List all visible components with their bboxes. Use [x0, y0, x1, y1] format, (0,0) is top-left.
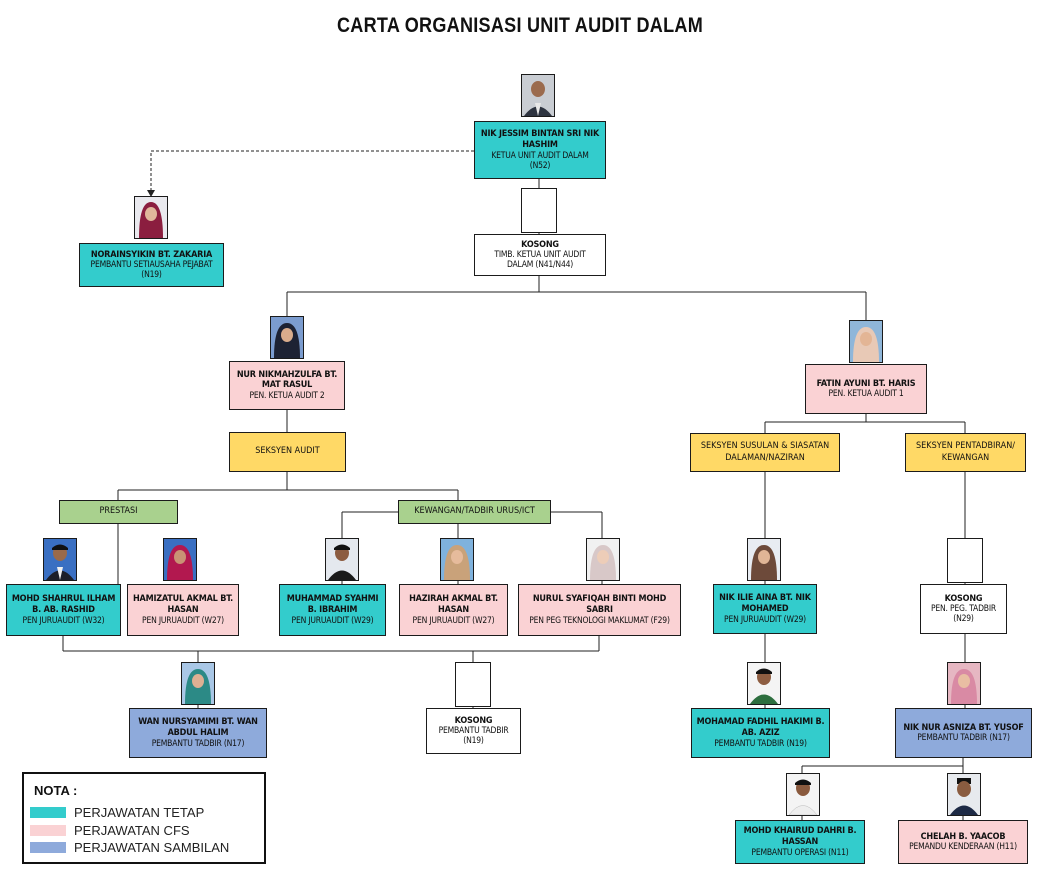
photo-pka1 [849, 320, 883, 363]
section-kewangan-tadbir-urus-ict: KEWANGAN/TADBIR URUS/ICT [398, 500, 551, 524]
node-name: WAN NURSYAMIMI BT. WAN ABDUL HALIM [138, 717, 258, 738]
section-pentadbiran-kewangan: SEKSYEN PENTADBIRAN/ KEWANGAN [905, 433, 1026, 472]
node-name: KOSONG [944, 593, 983, 604]
node-kosong-pen-peg-tadbir: KOSONG PEN. PEG. TADBIR (N29) [920, 584, 1007, 634]
node-ketua: NIK JESSIM BINTAN SRI NIK HASHIM KETUA U… [474, 121, 606, 179]
photo-wan [181, 662, 215, 705]
photo-pso [134, 196, 168, 239]
node-position: PEN JURUAUDIT (W29) [724, 614, 806, 625]
node-name: NIK NUR ASNIZA BT. YUSOF [903, 722, 1024, 733]
photo-khairud [786, 773, 820, 816]
node-name: CHELAH B. YAACOB [920, 831, 1006, 842]
chart-title: CARTA ORGANISASI UNIT AUDIT DALAM [336, 14, 704, 37]
node-position: PEN JURUAUDIT (W27) [412, 615, 495, 626]
photo-shahrul [43, 538, 77, 581]
node-grade: (N19) [141, 270, 162, 281]
node-iliea: NIK ILIE AINA BT. NIK MOHAMED PEN JURUAU… [713, 584, 817, 634]
node-name: MOHD KHAIRUD DAHRI B. HASSAN [743, 826, 857, 847]
photo-iliea [747, 538, 781, 581]
node-name: MUHAMMAD SYAHMI B. IBRAHIM [286, 594, 379, 615]
vacant-photo-pen-peg-tadbir [947, 538, 983, 583]
section-susulan-siasatan: SEKSYEN SUSULAN & SIASATAN DALAMAN/NAZIR… [690, 433, 840, 472]
node-kosong-pembantu-tadbir: KOSONG PEMBANTU TADBIR (N19) [426, 708, 521, 754]
legend-swatch [30, 841, 66, 853]
legend-item-sambilan: PERJAWATAN SAMBILAN [30, 839, 260, 855]
vacant-photo-pembantu-tadbir [455, 662, 491, 707]
node-pka1: FATIN AYUNI BT. HARIS PEN. KETUA AUDIT 1 [805, 364, 927, 414]
legend: NOTA : PERJAWATAN TETAP PERJAWATAN CFS P… [22, 772, 266, 864]
photo-asniza [947, 662, 981, 705]
photo-pka2 [270, 316, 304, 359]
node-position: PEMBANTU OPERASI (N11) [751, 847, 849, 858]
node-position: PEN. KETUA AUDIT 2 [249, 391, 325, 402]
node-name: NUR NIKMAHZULFA BT. MAT RASUL [236, 369, 338, 391]
node-name: MOHD SHAHRUL ILHAM B. AB. RASHID [11, 594, 116, 615]
node-position: PEN JURUAUDIT (W32) [22, 615, 105, 626]
photo-chelah [947, 773, 981, 816]
node-position: PEN PEG TEKNOLOGI MAKLUMAT (F29) [529, 615, 670, 626]
node-grade: (N29) [953, 614, 974, 625]
node-position: PEN. KETUA AUDIT 1 [828, 389, 904, 400]
node-position: TIMB. KETUA UNIT AUDIT [494, 250, 586, 261]
photo-hamizatul [163, 538, 197, 581]
node-position: PEMBANTU TADBIR (N17) [917, 733, 1010, 744]
photo-syafiqah [586, 538, 620, 581]
node-hazirah: HAZIRAH AKMAL BT. HASAN PEN JURUAUDIT (W… [399, 584, 508, 636]
node-name: HAZIRAH AKMAL BT. HASAN [409, 594, 498, 615]
node-position: PEMANDU KENDERAAN (H11) [909, 842, 1017, 853]
node-position: PEMBANTU TADBIR (N17) [151, 738, 245, 749]
node-name: MOHAMAD FADHIL HAKIMI B. AB. AZIZ [696, 717, 825, 738]
photo-ketua [521, 74, 555, 117]
node-position: PEMBANTU TADBIR [438, 726, 509, 737]
photo-syahmi [325, 538, 359, 581]
node-hamizatul: HAMIZATUL AKMAL BT. HASAN PEN JURUAUDIT … [127, 584, 239, 636]
node-wan: WAN NURSYAMIMI BT. WAN ABDUL HALIM PEMBA… [129, 708, 267, 758]
node-pso: NORAINSYIKIN BT. ZAKARIA PEMBANTU SETIAU… [79, 243, 224, 287]
node-grade: DALAM (N41/N44) [506, 260, 574, 271]
photo-fadhil [747, 662, 781, 705]
node-pka2: NUR NIKMAHZULFA BT. MAT RASUL PEN. KETUA… [229, 361, 345, 410]
node-name: KOSONG [521, 239, 559, 250]
node-grade: (N19) [463, 736, 484, 747]
node-position: PEMBANTU TADBIR (N19) [714, 738, 807, 749]
node-name: NIK ILIE AINA BT. NIK MOHAMED [719, 593, 811, 614]
node-grade: (N52) [529, 160, 551, 171]
legend-label: PERJAWATAN SAMBILAN [74, 839, 230, 855]
node-asniza: NIK NUR ASNIZA BT. YUSOF PEMBANTU TADBIR… [895, 708, 1032, 758]
node-syafiqah: NURUL SYAFIQAH BINTI MOHD SABRI PEN PEG … [518, 584, 681, 636]
section-prestasi: PRESTASI [59, 500, 178, 524]
legend-label: PERJAWATAN CFS [74, 822, 190, 838]
vacant-photo-timb [521, 188, 557, 233]
node-position: PEN JURUAUDIT (W27) [142, 615, 224, 626]
node-position: PEN JURUAUDIT (W29) [291, 615, 374, 626]
legend-swatch [30, 806, 66, 818]
node-name: FATIN AYUNI BT. HARIS [816, 378, 916, 389]
section-seksyen-audit: SEKSYEN AUDIT [229, 432, 346, 472]
legend-item-tetap: PERJAWATAN TETAP [30, 804, 260, 820]
node-name: HAMIZATUL AKMAL BT. HASAN [132, 594, 234, 615]
node-khairud: MOHD KHAIRUD DAHRI B. HASSAN PEMBANTU OP… [735, 820, 865, 864]
node-fadhil: MOHAMAD FADHIL HAKIMI B. AB. AZIZ PEMBAN… [691, 708, 830, 758]
legend-swatch [30, 824, 66, 836]
node-timb: KOSONG TIMB. KETUA UNIT AUDIT DALAM (N41… [474, 234, 606, 276]
legend-label: PERJAWATAN TETAP [74, 804, 205, 820]
node-shahrul: MOHD SHAHRUL ILHAM B. AB. RASHID PEN JUR… [6, 584, 121, 636]
node-position: PEMBANTU SETIAUSAHA PEJABAT [90, 260, 213, 271]
node-name: KOSONG [454, 715, 493, 726]
node-position: KETUA UNIT AUDIT DALAM [491, 150, 589, 161]
legend-item-cfs: PERJAWATAN CFS [30, 822, 260, 838]
node-position: PEN. PEG. TADBIR [931, 604, 996, 615]
photo-hazirah [440, 538, 474, 581]
legend-title: NOTA : [34, 783, 78, 798]
node-name: NURUL SYAFIQAH BINTI MOHD SABRI [532, 594, 667, 615]
node-name: NIK JESSIM BINTAN SRI NIK HASHIM [480, 129, 600, 150]
node-syahmi: MUHAMMAD SYAHMI B. IBRAHIM PEN JURUAUDIT… [279, 584, 386, 636]
node-name: NORAINSYIKIN BT. ZAKARIA [90, 249, 213, 260]
node-chelah: CHELAH B. YAACOB PEMANDU KENDERAAN (H11) [898, 820, 1028, 864]
